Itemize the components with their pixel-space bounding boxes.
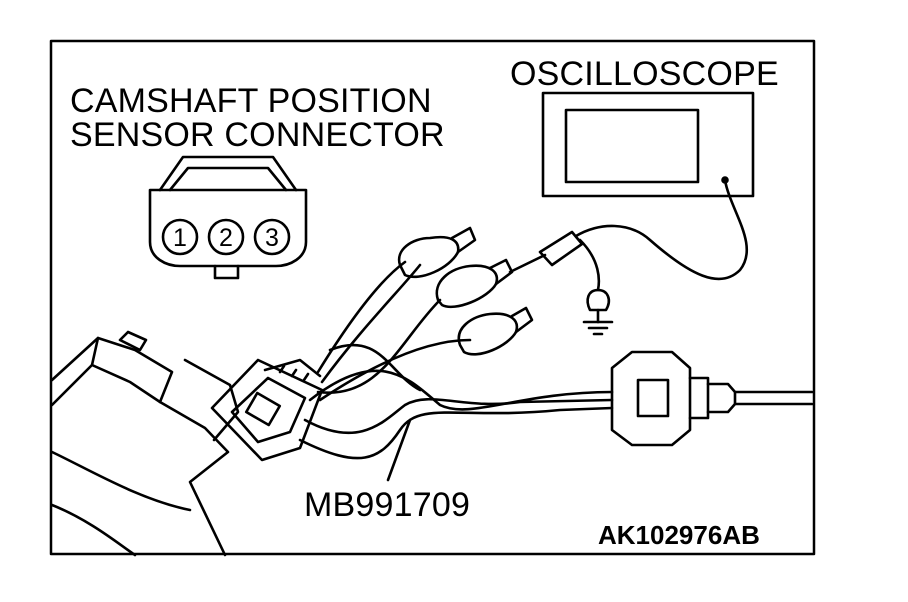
clip-1 [397, 226, 477, 279]
sensor-connector-label-line1: CAMSHAFT POSITION [70, 82, 432, 120]
pin-1-label: 1 [173, 224, 187, 252]
figure-frame [49, 39, 816, 556]
oscilloscope-label: OSCILLOSCOPE [510, 55, 779, 93]
tool-leader-line [386, 418, 412, 482]
sensor-side-plug [210, 358, 324, 462]
main-harness [298, 343, 614, 460]
scope-probe [508, 178, 749, 292]
vehicle-connector [610, 350, 814, 447]
ground-symbol [582, 288, 614, 336]
pin-3-label: 3 [265, 224, 279, 252]
sensor-connector-label-line2: SENSOR CONNECTOR [70, 116, 445, 154]
connector-face-icon [148, 155, 308, 280]
clip-2 [435, 258, 514, 309]
figure-code-label: AK102976AB [598, 520, 760, 550]
sensor-body [50, 330, 240, 557]
tool-number-label: MB991709 [304, 486, 471, 524]
tool-harness-wires [316, 260, 472, 402]
oscilloscope-unit [541, 91, 755, 198]
clip-3 [457, 306, 534, 356]
pin-2-label: 2 [219, 224, 233, 252]
